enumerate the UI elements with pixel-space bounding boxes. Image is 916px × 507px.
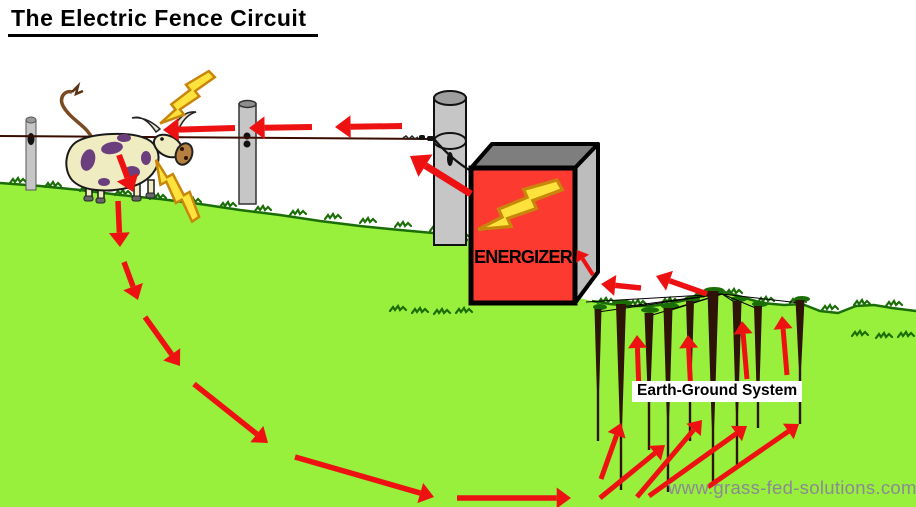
flow-arrow (163, 118, 236, 141)
energizer-box (468, 142, 600, 306)
wire-connector (427, 136, 434, 141)
page-title: The Electric Fence Circuit (8, 5, 319, 37)
flow-arrow (647, 425, 747, 499)
energizer-label: ENERGIZER (474, 247, 573, 267)
flow-arrow (601, 275, 642, 296)
ground-rod (616, 304, 626, 490)
flow-arrow (142, 315, 181, 366)
cow-eye (160, 137, 164, 141)
ground-wire (585, 293, 723, 303)
flow-arrow (294, 454, 434, 504)
flow-arrow (576, 250, 595, 277)
flow-arrow (635, 420, 702, 499)
flow-arrow (116, 153, 139, 192)
flow-arrow (108, 200, 130, 247)
flow-arrow (410, 154, 473, 197)
ground-rod (754, 306, 762, 428)
wire-loop (433, 132, 467, 150)
fence-post-main (433, 90, 467, 246)
flow-arrow (706, 423, 799, 490)
cow-hooves (83, 192, 156, 204)
ground-wire (721, 293, 801, 304)
fence-post-left (25, 116, 37, 191)
flow-arrow (733, 321, 753, 380)
lead-wire (433, 138, 472, 172)
ground-rod (795, 300, 805, 424)
flow-arrow (598, 445, 665, 500)
current-flow-arrows (108, 115, 799, 507)
cow-tail (59, 89, 96, 145)
fence-wire (0, 134, 472, 172)
cow-horn (131, 116, 162, 134)
earth-ground-label: Earth-Ground System (632, 381, 803, 402)
wire-spring (402, 134, 419, 141)
flow-arrow (121, 261, 143, 300)
wire-connector (419, 135, 425, 140)
flow-arrow (773, 316, 793, 376)
insulator (243, 140, 251, 148)
cow-muzzle (174, 142, 194, 166)
flow-arrow (656, 270, 708, 297)
flow-arrow (457, 487, 571, 507)
grass-hill (0, 176, 916, 507)
flow-arrow (598, 423, 626, 480)
flow-arrow (335, 115, 403, 139)
ground-rod (594, 309, 602, 441)
cow-spots (80, 134, 151, 186)
flow-arrow (192, 381, 268, 443)
lightning-bolt-icon (158, 60, 218, 138)
fence-post-middle (238, 99, 257, 205)
watermark-url: www.grass-fed-solutions.com (668, 477, 916, 498)
flow-arrow (249, 116, 313, 140)
insulator (27, 133, 35, 145)
